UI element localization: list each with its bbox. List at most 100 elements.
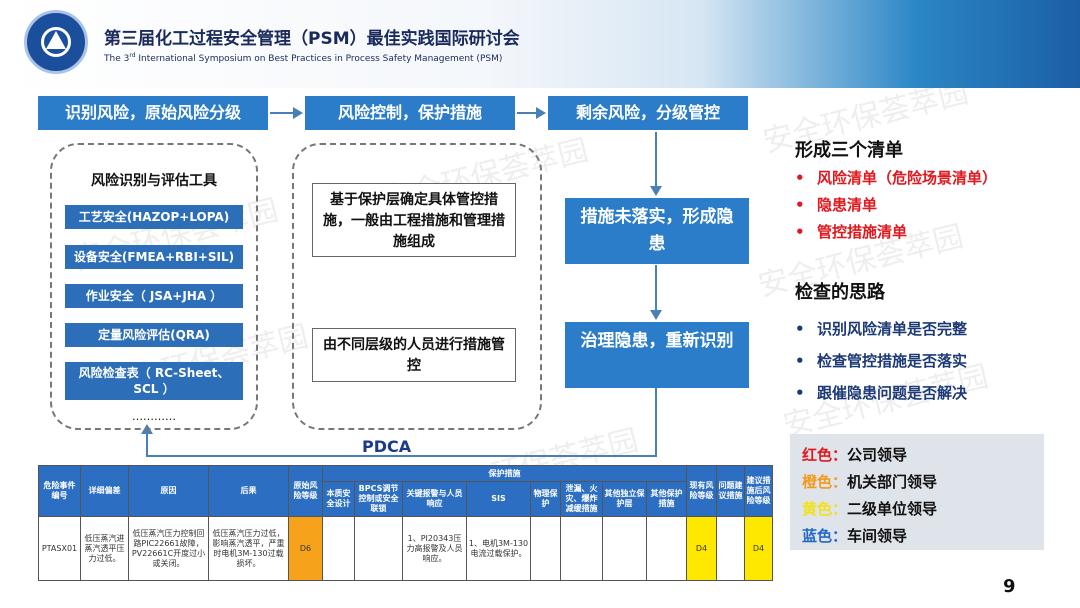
bullet: •: [795, 223, 805, 241]
th-original-level: 原始风险等级: [288, 464, 323, 518]
th-description: 详细偏差: [80, 464, 129, 518]
tools-title: 风险识别与评估工具: [91, 173, 217, 189]
legend-color-label: 蓝色：: [802, 527, 848, 545]
control-group: [292, 143, 542, 430]
control-level-box: 由不同层级的人员进行措施管控: [312, 328, 516, 382]
legend-color-label: 黄色：: [802, 500, 848, 518]
th-consequence: 后果: [208, 464, 289, 518]
th-sub: 其他保护措施: [646, 481, 687, 518]
legend-row: 黄色：二级单位领导: [802, 498, 937, 519]
cell-sub: 1、PI20343压力高报警及人员响应。: [402, 516, 467, 581]
th-sub: 其他独立保护层: [602, 481, 647, 518]
tools-group: [50, 143, 258, 430]
check-item-label: 跟催隐患问题是否解决: [817, 384, 968, 402]
pdca-loop-line: [146, 455, 657, 457]
arrow-line: [270, 112, 294, 114]
th-sub: 本质安全设计: [322, 481, 355, 518]
check-item-label: 检查管控措施是否落实: [817, 352, 968, 370]
arrow-line: [655, 132, 657, 188]
title-en-pre: The 3: [104, 54, 130, 64]
arrow-right-icon: [293, 107, 303, 119]
cell-sub: [646, 516, 687, 581]
th-suggested-level: 建议措施后风险等级: [744, 464, 773, 518]
legend-row: 蓝色：车间领导: [802, 525, 907, 546]
legend-color-label: 橙色：: [802, 473, 848, 491]
page-number: 9: [1003, 576, 1016, 597]
tools-more: …………: [132, 410, 176, 423]
symposium-logo: [24, 10, 88, 74]
bullet: •: [795, 196, 805, 214]
legend-role: 机关部门领导: [847, 473, 938, 491]
title-english: The 3rd International Symposium on Best …: [104, 52, 502, 64]
th-existing-level: 现有风险等级: [686, 464, 717, 518]
table-subheader-row: 本质安全设计 BPCS调节控制或安全联锁 关键报警与人员响应 SIS 物理保护 …: [39, 481, 773, 518]
cell-sub: [354, 516, 403, 581]
bullet: •: [795, 320, 805, 338]
legend-role: 公司领导: [847, 446, 908, 464]
arrow-line: [655, 265, 657, 311]
table-row: PTASX01 低压蒸汽进蒸汽透平压力过低。 低压蒸汽压力控制回路PIC2266…: [38, 516, 773, 581]
list-item-label: 风险清单（危险场景清单）: [817, 169, 998, 187]
legend-row: 橙色：机关部门领导: [802, 471, 937, 492]
cell-existing-level: D4: [686, 516, 717, 581]
th-sub: BPCS调节控制或安全联锁: [354, 481, 403, 518]
cell-sub: [530, 516, 561, 581]
arrow-right-icon: [536, 107, 546, 119]
pdca-loop-line: [146, 432, 148, 457]
cell-sub: 1、电机3M-130电流过载保护。: [466, 516, 531, 581]
tool-equipment-safety: 设备安全(FMEA+RBI+SIL): [65, 245, 243, 269]
check-item: • 识别风险清单是否完整: [795, 318, 967, 339]
list-item: • 风险清单（危险场景清单）: [795, 167, 997, 188]
tool-qra: 定量风险评估(QRA): [65, 323, 243, 347]
logo-ring: [41, 27, 71, 57]
title-en-sup: rd: [129, 52, 136, 59]
legend-role: 二级单位领导: [847, 500, 938, 518]
th-protection: 保护措施: [322, 464, 687, 483]
cell-sub: [560, 516, 603, 581]
list-item: • 管控措施清单: [795, 221, 907, 242]
th-event-id: 危险事件编号: [38, 464, 81, 518]
hazard-formed-box: 措施未落实，形成隐患: [565, 198, 749, 264]
th-suggestion: 问题建议措施: [716, 464, 745, 518]
list-item: • 隐患清单: [795, 194, 877, 215]
check-item: • 跟催隐患问题是否解决: [795, 382, 967, 403]
step-risk-control: 风险控制，保护措施: [305, 96, 515, 130]
th-sub: 关键报警与人员响应: [402, 481, 467, 518]
tool-process-safety: 工艺安全(HAZOP+LOPA): [65, 205, 243, 229]
arrow-line: [517, 112, 537, 114]
legend-row: 红色：公司领导: [802, 444, 907, 465]
legend-role: 车间领导: [847, 527, 908, 545]
color-legend: 红色：公司领导 橙色：机关部门领导 黄色：二级单位领导 蓝色：车间领导: [790, 434, 1044, 550]
header-banner: 第三届化工过程安全管理（PSM）最佳实践国际研讨会 The 3rd Intern…: [0, 0, 1080, 88]
cell-suggested-level: D4: [744, 516, 773, 581]
legend-color-label: 红色：: [802, 446, 848, 464]
list-item-label: 管控措施清单: [817, 223, 908, 241]
table-header-row: 危险事件编号 详细偏差 原因 后果 原始风险等级 保护措施 现有风险等级 问题建…: [38, 464, 773, 518]
check-title: 检查的思路: [795, 282, 885, 303]
bullet: •: [795, 352, 805, 370]
th-sub: SIS: [466, 481, 531, 518]
check-item-label: 识别风险清单是否完整: [817, 320, 968, 338]
hazard-table: 危险事件编号 详细偏差 原因 后果 原始风险等级 保护措施 现有风险等级 问题建…: [38, 464, 773, 581]
pdca-loop-line: [655, 388, 657, 456]
pdca-label: PDCA: [362, 437, 412, 456]
list-item-label: 隐患清单: [817, 196, 878, 214]
cell-original-level: D6: [288, 516, 323, 581]
cell-sub: [322, 516, 355, 581]
title-en-post: International Symposium on Best Practice…: [135, 54, 503, 64]
control-measure-box: 基于保护层确定具体管控措施，一般由工程措施和管理措施组成: [312, 183, 516, 257]
th-sub: 物理保护: [530, 481, 561, 518]
cell-consequence: 低压蒸汽压力过低，影响蒸汽透平，严重时电机3M-130过载损坏。: [208, 516, 289, 581]
tool-operation-safety: 作业安全（ JSA+JHA ）: [65, 284, 243, 308]
th-cause: 原因: [128, 464, 209, 518]
cell-description: 低压蒸汽进蒸汽透平压力过低。: [80, 516, 129, 581]
step-identify-risk: 识别风险，原始风险分级: [38, 96, 268, 130]
hazard-treatment-box: 治理隐患，重新识别: [565, 322, 749, 388]
bullet: •: [795, 384, 805, 402]
bullet: •: [795, 169, 805, 187]
lists-title: 形成三个清单: [795, 140, 903, 161]
step-residual-risk: 剩余风险，分级管控: [548, 96, 748, 130]
cell-sub: [602, 516, 647, 581]
th-sub: 泄漏、火灾、爆炸减缓措施: [560, 481, 603, 518]
title-chinese: 第三届化工过程安全管理（PSM）最佳实践国际研讨会: [104, 29, 520, 49]
